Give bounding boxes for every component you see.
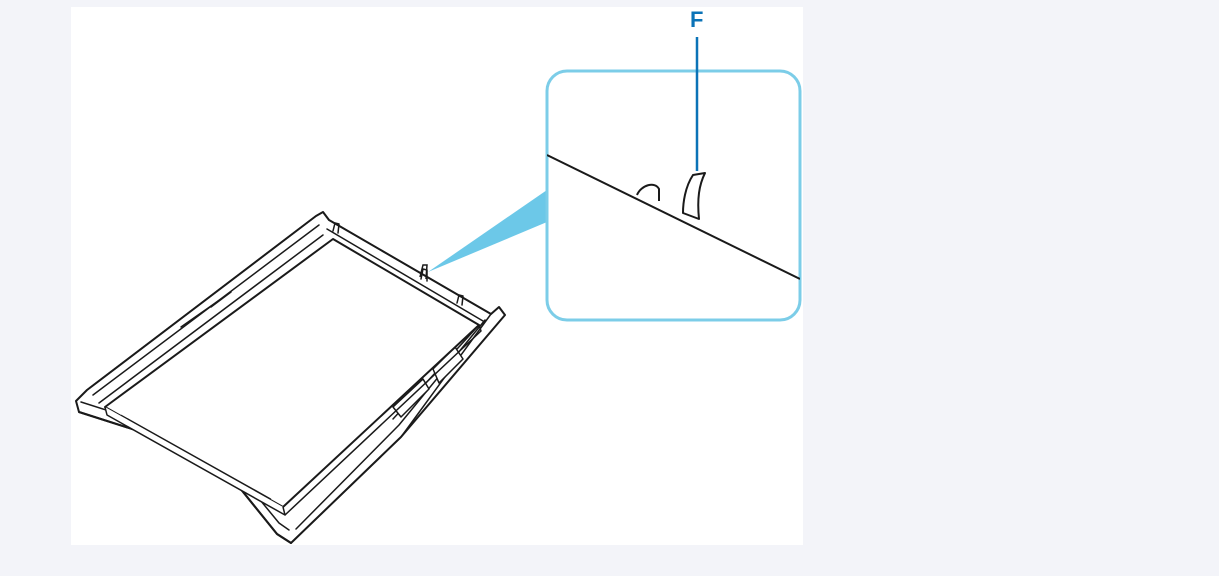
paper-stack bbox=[104, 238, 482, 516]
paper-edge-line bbox=[547, 154, 800, 280]
cassette-paper-guide-diagram: F bbox=[75, 7, 802, 544]
paper-guide-small bbox=[419, 264, 428, 280]
illustration-panel: F bbox=[71, 7, 803, 545]
paper-guide-large bbox=[682, 172, 706, 220]
guide-tab bbox=[636, 183, 660, 201]
zoom-beam bbox=[428, 190, 547, 272]
zoom-frame bbox=[545, 69, 802, 322]
callout-label-f: F bbox=[690, 7, 703, 32]
zoom-inset bbox=[545, 69, 802, 322]
tray-back-rail bbox=[322, 211, 492, 322]
